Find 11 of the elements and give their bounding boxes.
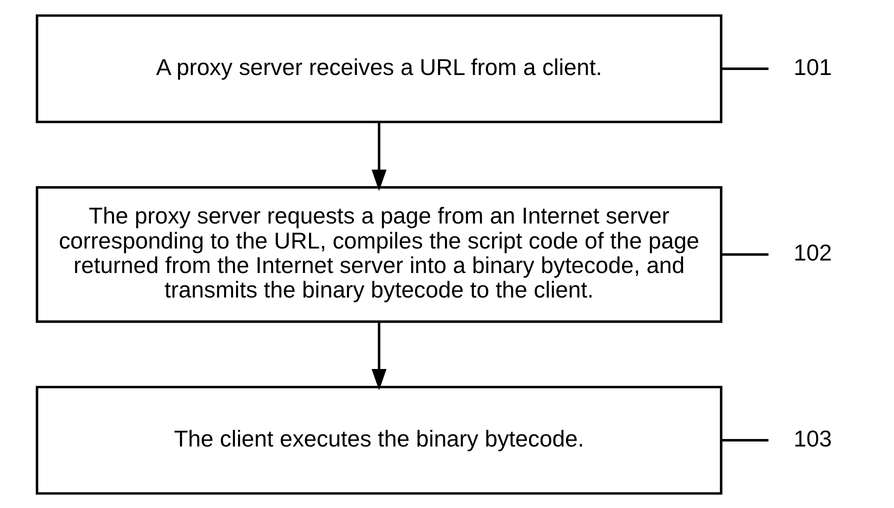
node-text: 103 <box>794 424 832 451</box>
connector <box>721 67 768 70</box>
node-box: The proxy server requests a page from an Internet server corresponding to the URL, compiles the script code of the page returned from the Internet server into a binary bytecode, and transmits the binary bytecode to the client. <box>36 186 722 322</box>
node-text: 101 <box>794 53 832 80</box>
node-box: The client executes the binary bytecode. <box>36 385 722 494</box>
node-text: 102 <box>794 239 832 266</box>
node-box: A proxy server receives a URL from a client. <box>36 14 722 123</box>
connector <box>721 252 768 256</box>
arrow <box>372 122 387 190</box>
connector <box>721 438 768 441</box>
arrow <box>372 322 387 390</box>
